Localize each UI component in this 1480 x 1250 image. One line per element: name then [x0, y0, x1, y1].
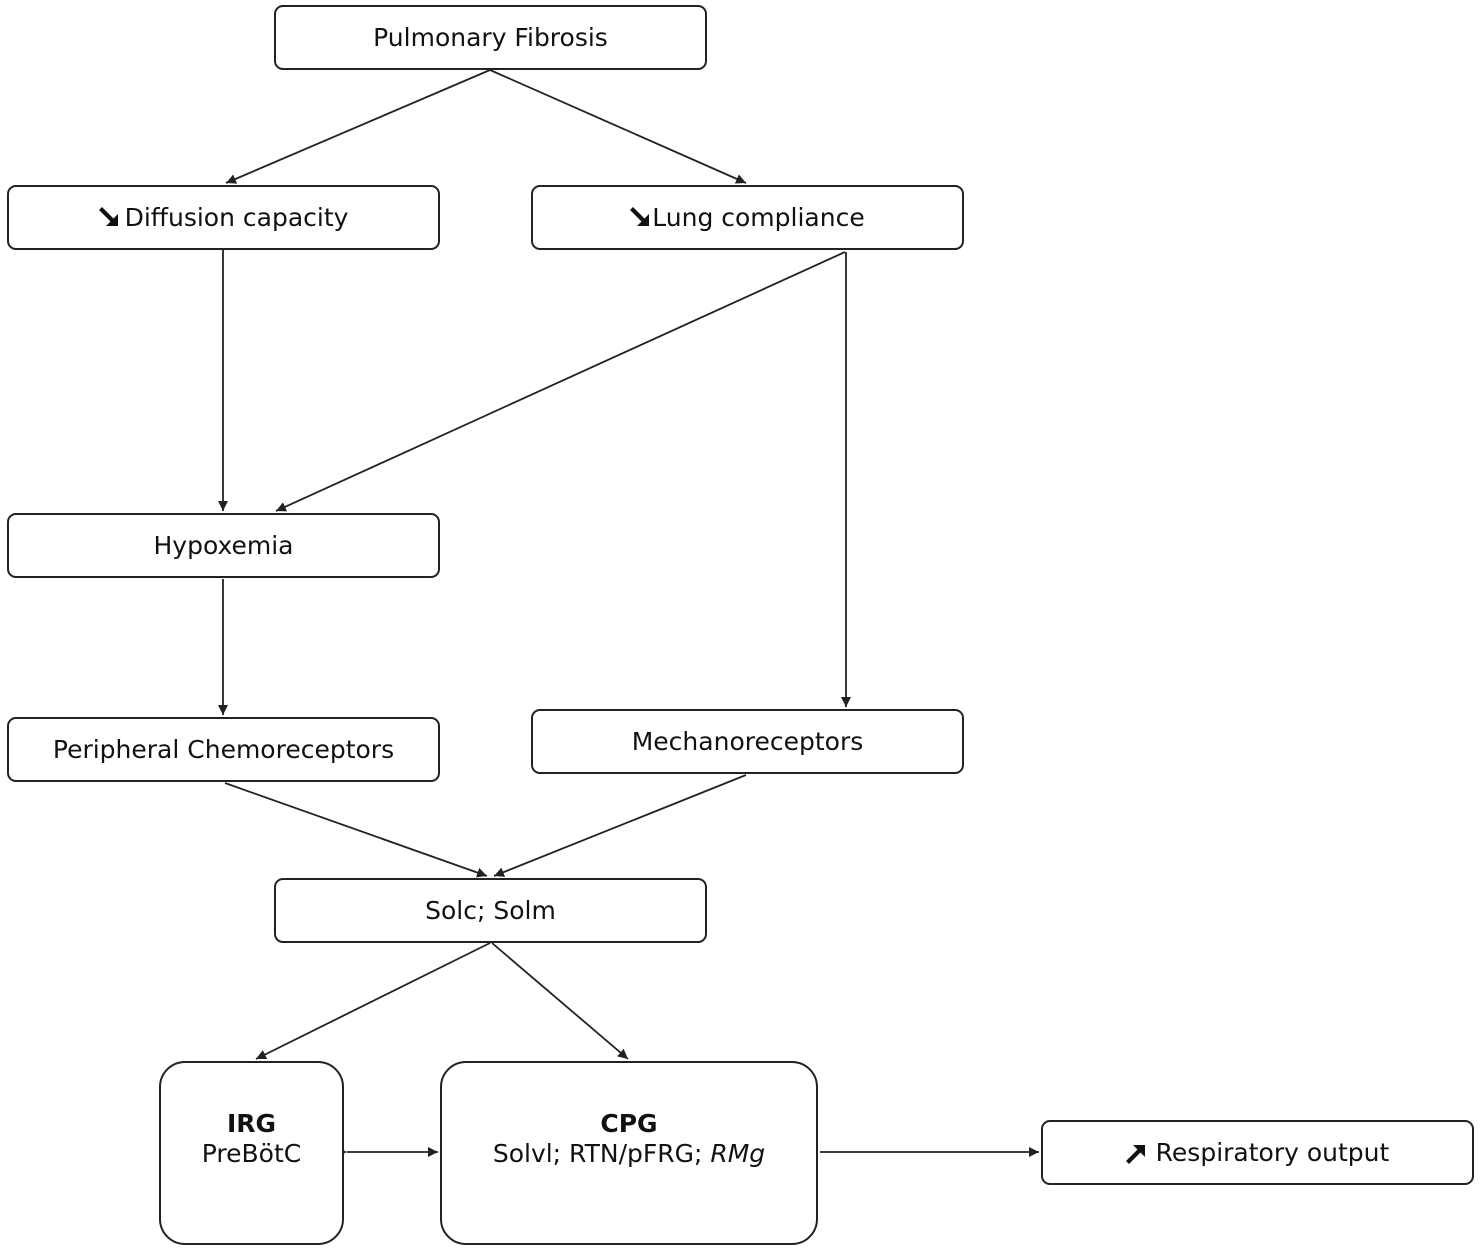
edge-compliance-to-hypoxemia: [275, 251, 846, 512]
node-pulmonary-fibrosis-label: Pulmonary Fibrosis: [373, 22, 608, 52]
node-sol-label: Solc; Solm: [425, 895, 556, 925]
node-irg-subtitle: PreBötC: [201, 1139, 302, 1168]
arrow-down-right-icon: [98, 206, 121, 229]
node-irg: IRG PreBötC: [159, 1061, 344, 1245]
edge-sol-to-cpg: [491, 942, 629, 1060]
edge-fibrosis-to-diffusion: [225, 69, 491, 184]
node-cpg: CPG Solvl; RTN/pFRG; RMg: [440, 1061, 818, 1245]
node-cpg-subtitle: Solvl; RTN/pFRG; RMg: [493, 1139, 765, 1169]
node-pulmonary-fibrosis: Pulmonary Fibrosis: [274, 5, 707, 70]
node-lung-compliance: Lung compliance: [531, 185, 964, 250]
arrow-up-right-icon: [1125, 1142, 1148, 1164]
node-peripheral-chemoreceptors: Peripheral Chemoreceptors: [7, 717, 440, 782]
edge-mechanoreceptors-to-sol: [493, 774, 747, 877]
node-lung-compliance-label: Lung compliance: [652, 202, 865, 232]
node-mechanoreceptors-label: Mechanoreceptors: [631, 726, 864, 756]
node-diffusion-capacity-label: Diffusion capacity: [124, 202, 349, 232]
node-hypoxemia: Hypoxemia: [7, 513, 440, 578]
node-hypoxemia-label: Hypoxemia: [153, 530, 294, 560]
node-sol: Solc; Solm: [274, 878, 707, 943]
arrow-down-right-icon: [630, 206, 652, 229]
node-diffusion-capacity: Diffusion capacity: [7, 185, 440, 250]
edge-fibrosis-to-compliance: [489, 69, 747, 184]
node-respiratory-output-label: Respiratory output: [1155, 1137, 1390, 1167]
node-respiratory-output: Respiratory output: [1041, 1120, 1474, 1185]
edge-chemoreceptors-to-sol: [224, 782, 488, 878]
node-peripheral-chemoreceptors-label: Peripheral Chemoreceptors: [52, 734, 395, 764]
node-irg-title: IRG: [226, 1109, 277, 1138]
node-cpg-title: CPG: [600, 1109, 658, 1138]
node-cpg-subtitle-plain: Solvl; RTN/pFRG;: [492, 1139, 711, 1168]
edge-sol-to-irg: [255, 942, 491, 1060]
node-cpg-subtitle-italic: RMg: [710, 1139, 766, 1168]
node-mechanoreceptors: Mechanoreceptors: [531, 709, 964, 774]
